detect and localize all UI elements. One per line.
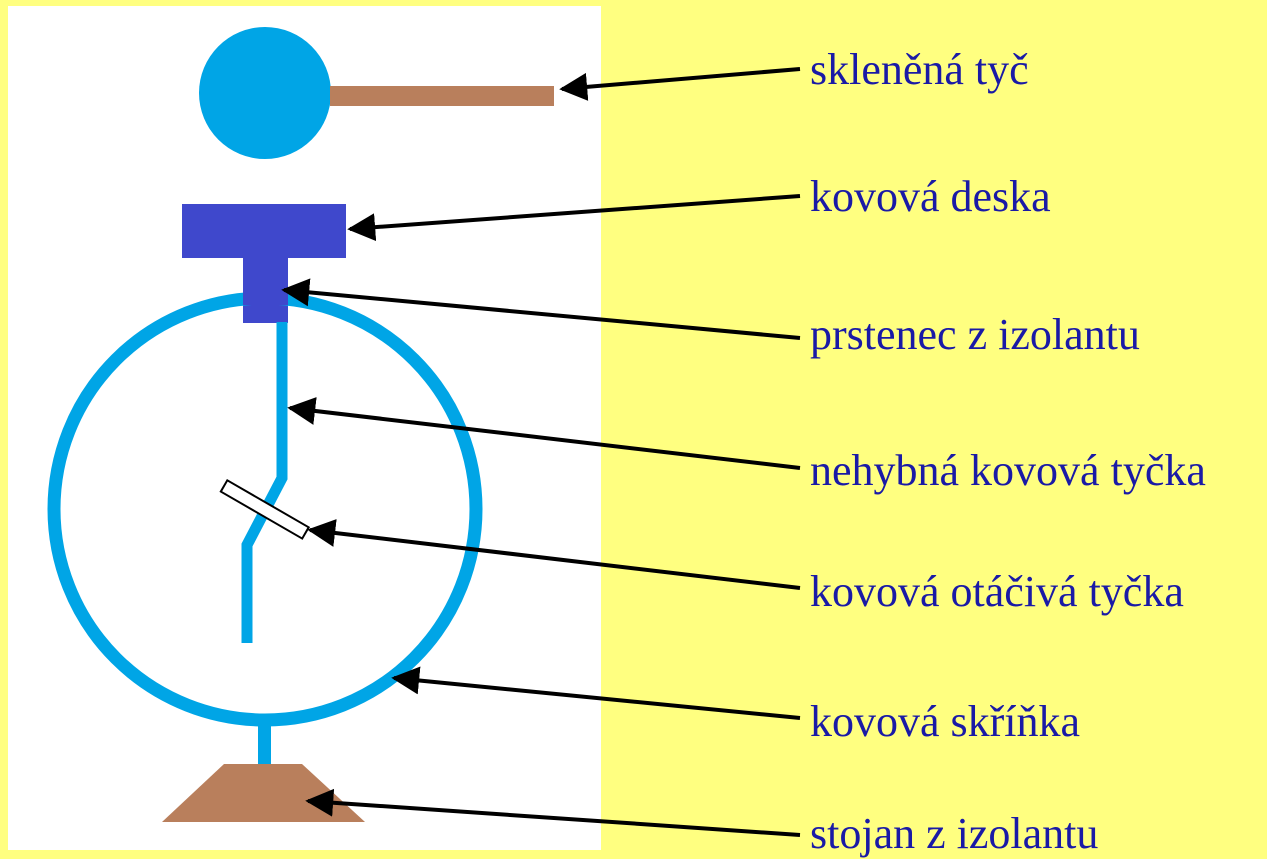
metal-plate xyxy=(182,204,346,258)
arrow-metal-plate xyxy=(347,194,801,242)
insulator-ring xyxy=(243,289,288,305)
label-metal-case: kovová skříňka xyxy=(810,697,1081,746)
label-insulator-stand: stojan z izolantu xyxy=(810,809,1099,858)
label-rotating-rod: kovová otáčivá tyčka xyxy=(810,567,1184,616)
arrow-metal-case xyxy=(391,666,801,720)
glass-rod xyxy=(330,86,554,106)
arrow-rotating-rod xyxy=(307,519,801,590)
diagram-panel xyxy=(8,6,601,850)
insulator-stand xyxy=(162,764,365,822)
label-fixed-rod: nehybná kovová tyčka xyxy=(810,446,1206,495)
label-metal-plate: kovová deska xyxy=(810,172,1051,221)
label-insulator-ring: prstenec z izolantu xyxy=(810,310,1140,359)
arrow-fixed-rod xyxy=(287,397,801,470)
fixed-rod xyxy=(241,322,288,643)
stand-post xyxy=(258,726,271,764)
charged-sphere xyxy=(199,27,331,159)
arrow-glass-rod xyxy=(559,67,801,101)
label-glass-rod: skleněná tyč xyxy=(810,45,1029,94)
arrow-insulator-ring xyxy=(281,278,801,340)
rotating-rod xyxy=(219,478,311,540)
arrow-insulator-stand xyxy=(305,788,801,837)
